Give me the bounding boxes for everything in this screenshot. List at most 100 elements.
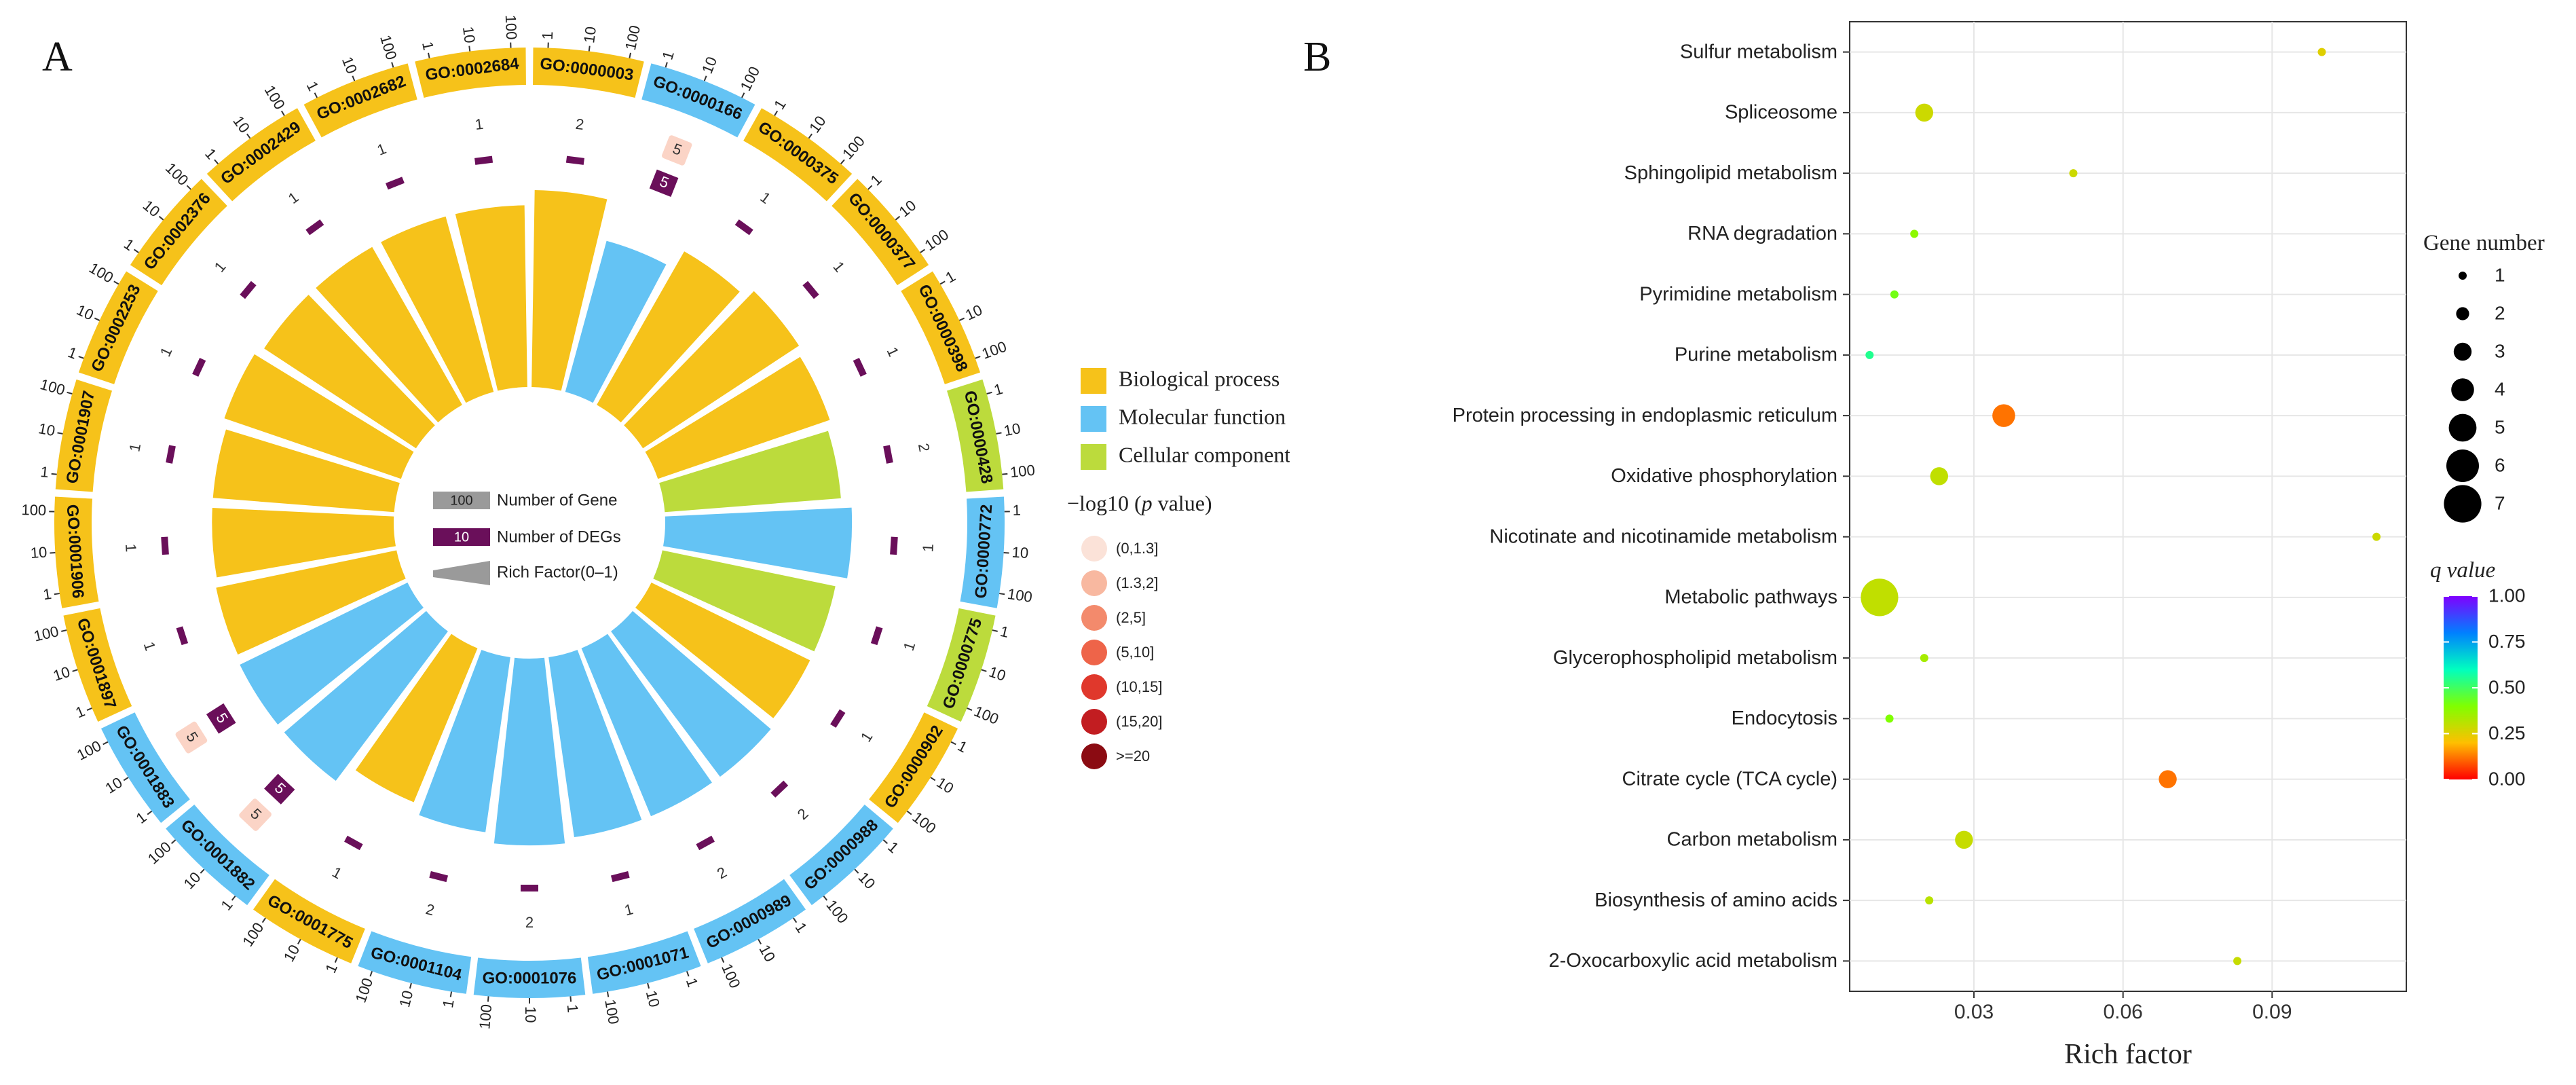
go-band — [166, 805, 269, 906]
deg-marker — [802, 280, 819, 299]
scale-tick-label: 100 — [1006, 585, 1033, 606]
rich-factor-bar — [635, 582, 810, 718]
scale-tick — [930, 777, 936, 781]
deg-marker — [192, 358, 206, 377]
rich-factor-bar — [645, 356, 830, 479]
size-legend-dot — [2448, 413, 2477, 442]
pvalue-legend-label: (0,1.3] — [1116, 540, 1158, 557]
deg-marker — [853, 358, 867, 377]
scale-tick — [854, 868, 859, 874]
data-point — [1915, 103, 1934, 122]
go-band — [869, 712, 958, 823]
pvalue-legend-label: (10,15] — [1116, 678, 1163, 695]
scale-tick-label: 1 — [943, 268, 958, 287]
scale-tick — [958, 317, 965, 321]
y-tick-label: Oxidative phosphorylation — [1611, 465, 1837, 487]
scale-tick — [214, 159, 219, 164]
gene-count-label: 2 — [794, 805, 812, 824]
scale-tick — [94, 317, 100, 321]
deg-marker — [890, 536, 898, 555]
scale-tick — [123, 777, 129, 781]
data-point — [2069, 169, 2078, 178]
scale-tick-label: 10 — [102, 774, 126, 797]
scale-tick-label: 100 — [261, 82, 288, 112]
go-band — [54, 496, 99, 608]
deg-marker — [521, 885, 538, 891]
deg-marker — [474, 155, 493, 165]
center-legend-swatch — [433, 528, 490, 546]
rich-factor-bar — [581, 633, 712, 817]
scale-tick-label: 10 — [74, 301, 96, 324]
data-point — [2372, 532, 2381, 541]
scale-tick-label: 100 — [502, 14, 520, 40]
rich-factor-bar — [653, 550, 836, 652]
scale-tick-label: 100 — [839, 132, 868, 162]
size-legend-label: 3 — [2495, 340, 2505, 361]
data-point — [1910, 229, 1919, 238]
x-tick-label: 0.09 — [2252, 1001, 2292, 1023]
scale-tick — [758, 938, 762, 944]
data-point — [1920, 654, 1928, 663]
scale-tick — [939, 280, 946, 285]
scale-tick — [967, 707, 973, 711]
scale-tick-label: 10 — [698, 54, 720, 76]
data-point — [1955, 830, 1973, 849]
plot-area — [1849, 21, 2407, 992]
scale-tick — [158, 215, 164, 221]
rich-factor-bar — [284, 610, 448, 781]
scale-tick-label: 10 — [855, 868, 879, 892]
y-tick-label: Sphingolipid metabolism — [1624, 162, 1837, 184]
rich-factor-bar — [264, 295, 435, 449]
scale-tick-label: 1 — [419, 40, 437, 52]
rich-factor-bar — [212, 507, 396, 578]
scale-tick-label: 100 — [38, 375, 67, 399]
pvalue-legend-dot — [1081, 640, 1107, 665]
scale-tick-label: 1 — [564, 1004, 582, 1013]
scale-tick — [369, 971, 373, 977]
scale-tick-label: 10 — [460, 26, 479, 44]
pvalue-legend-title-suffix: value) — [1153, 491, 1212, 515]
data-point — [2317, 48, 2326, 56]
deg-marker — [386, 177, 405, 190]
center-legend-swatch — [433, 492, 490, 509]
color-legend-label: 0.00 — [2488, 768, 2526, 789]
scale-tick — [54, 593, 60, 595]
scale-tick — [314, 92, 318, 98]
go-band — [927, 608, 996, 722]
color-legend-label: 0.75 — [2488, 631, 2526, 652]
scale-tick — [391, 62, 394, 68]
scale-tick-label: 1 — [39, 463, 50, 481]
deg-marker — [649, 169, 679, 197]
gene-count-label: 1 — [211, 258, 229, 275]
center-legend-label: Number of DEGs — [497, 528, 621, 546]
y-tick-label: Glycerophospholipid metabolism — [1553, 647, 1837, 669]
gene-count-label: 1 — [122, 543, 140, 553]
scale-tick-label: 1 — [683, 976, 702, 989]
scale-tick — [721, 957, 725, 963]
size-legend-label: 7 — [2495, 492, 2505, 513]
rich-factor-bar — [531, 190, 608, 391]
scale-tick — [78, 356, 84, 359]
scale-tick-label: 10 — [963, 301, 985, 324]
scale-tick — [409, 982, 412, 989]
scale-tick-label: 10 — [1011, 544, 1029, 562]
scale-tick-label: 100 — [737, 64, 764, 94]
go-band — [901, 271, 981, 384]
rich-factor-bar — [224, 354, 414, 479]
deg-marker — [429, 871, 449, 883]
gene-count-label: 1 — [157, 344, 176, 359]
scale-tick-label: 10 — [1003, 420, 1022, 439]
scale-tick — [981, 669, 987, 672]
scale-tick — [823, 896, 828, 901]
scale-tick-label: 10 — [339, 54, 360, 76]
scale-tick — [297, 938, 301, 944]
pvalue-legend-label: >=20 — [1116, 748, 1150, 765]
deg-marker — [161, 536, 169, 555]
deg-marker — [565, 155, 584, 165]
rich-factor-bar — [624, 291, 800, 449]
pvalue-legend-label: (1.3,2] — [1116, 574, 1158, 591]
go-band — [946, 379, 1004, 492]
deg-marker — [696, 835, 715, 851]
color-legend-label: 0.50 — [2488, 676, 2526, 697]
pvalue-marker — [239, 798, 272, 831]
